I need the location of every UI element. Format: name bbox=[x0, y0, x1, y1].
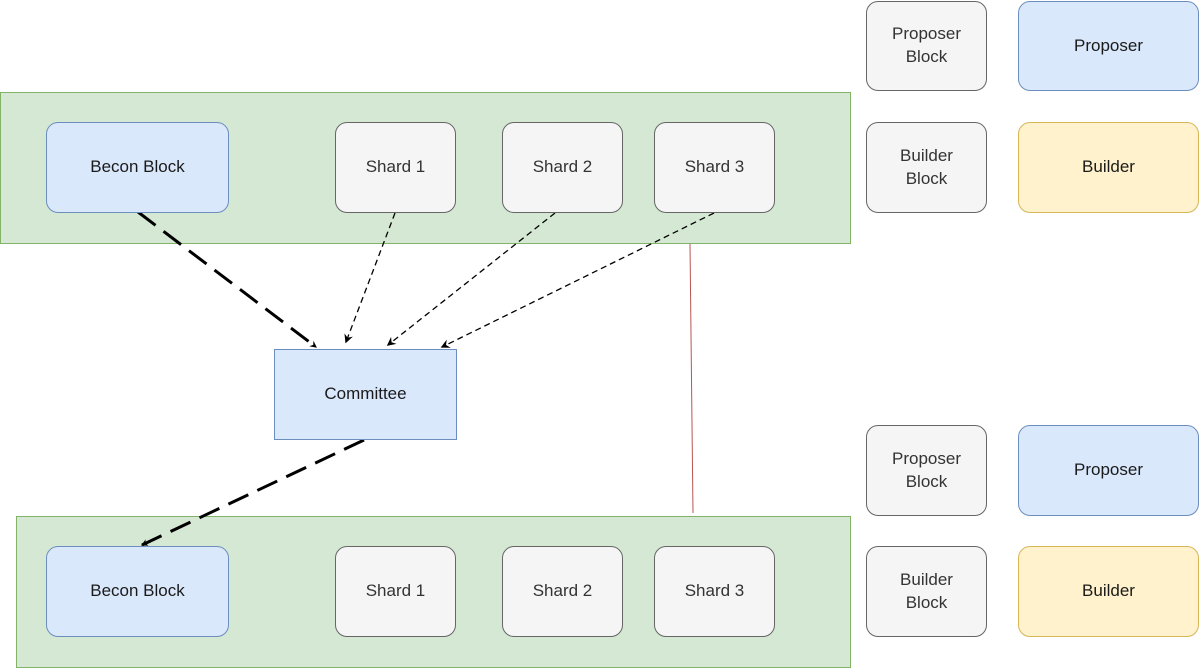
legend-top-builder-block[interactable]: Builder Block bbox=[866, 122, 987, 213]
bottom-shard-3[interactable]: Shard 3 bbox=[654, 546, 775, 637]
edge-shard1-to-committee bbox=[344, 212, 396, 344]
top-shard-1[interactable]: Shard 1 bbox=[335, 122, 456, 213]
bottom-beacon-block[interactable]: Becon Block bbox=[46, 546, 229, 637]
bottom-shard-2[interactable]: Shard 2 bbox=[502, 546, 623, 637]
legend-top-builder[interactable]: Builder bbox=[1018, 122, 1199, 213]
red-connector-line bbox=[689, 243, 694, 514]
legend-top-proposer[interactable]: Proposer bbox=[1018, 1, 1199, 91]
top-shard-2[interactable]: Shard 2 bbox=[502, 122, 623, 213]
bottom-shard-1[interactable]: Shard 1 bbox=[335, 546, 456, 637]
legend-bottom-proposer[interactable]: Proposer bbox=[1018, 425, 1199, 516]
legend-bottom-builder[interactable]: Builder bbox=[1018, 546, 1199, 637]
edge-beacon-to-committee bbox=[137, 210, 317, 349]
edge-shard3-to-committee bbox=[440, 212, 715, 348]
committee-box[interactable]: Committee bbox=[274, 349, 457, 440]
legend-top-proposer-block[interactable]: Proposer Block bbox=[866, 1, 987, 91]
top-beacon-block[interactable]: Becon Block bbox=[46, 122, 229, 213]
edge-committee-to-beacon bbox=[140, 438, 365, 547]
top-shard-3[interactable]: Shard 3 bbox=[654, 122, 775, 213]
edge-shard2-to-committee bbox=[386, 212, 556, 346]
legend-bottom-proposer-block[interactable]: Proposer Block bbox=[866, 425, 987, 516]
legend-bottom-builder-block[interactable]: Builder Block bbox=[866, 546, 987, 637]
